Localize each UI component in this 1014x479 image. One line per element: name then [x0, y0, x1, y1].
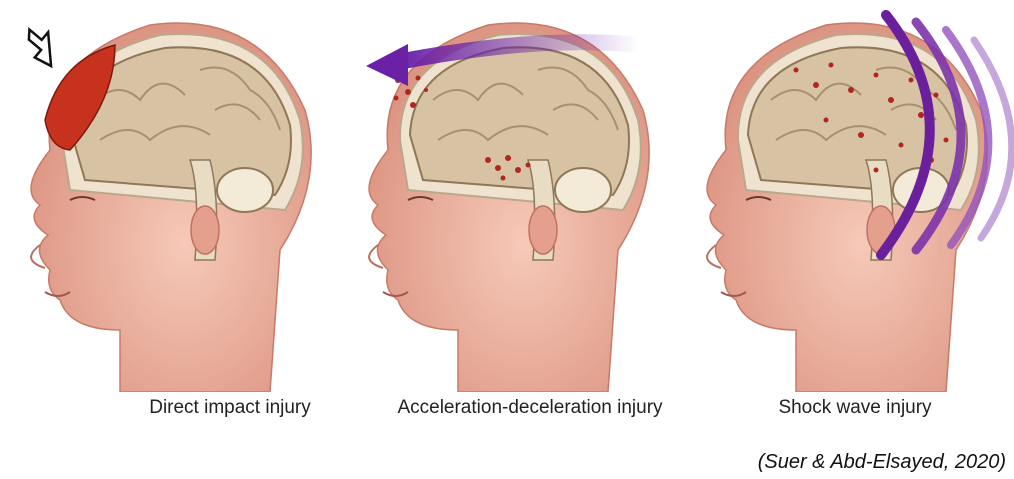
shock-wave-panel — [676, 0, 1014, 392]
cerebellum — [217, 168, 273, 212]
head-illustration-shockwave — [676, 0, 1014, 392]
head-illustration-acceleration — [338, 0, 676, 392]
caption-shock-wave: Shock wave injury — [735, 395, 975, 420]
caption-direct-impact: Direct impact injury — [80, 395, 380, 420]
caption-acceleration-deceleration: Acceleration-deceleration injury — [380, 395, 680, 420]
direct-impact-panel — [0, 0, 338, 392]
cerebellum — [555, 168, 611, 212]
head-illustration-direct — [0, 0, 338, 392]
impact-arrow-icon — [18, 22, 67, 69]
acceleration-deceleration-panel — [338, 0, 676, 392]
citation: (Suer & Abd-Elsayed, 2020) — [758, 451, 1006, 474]
